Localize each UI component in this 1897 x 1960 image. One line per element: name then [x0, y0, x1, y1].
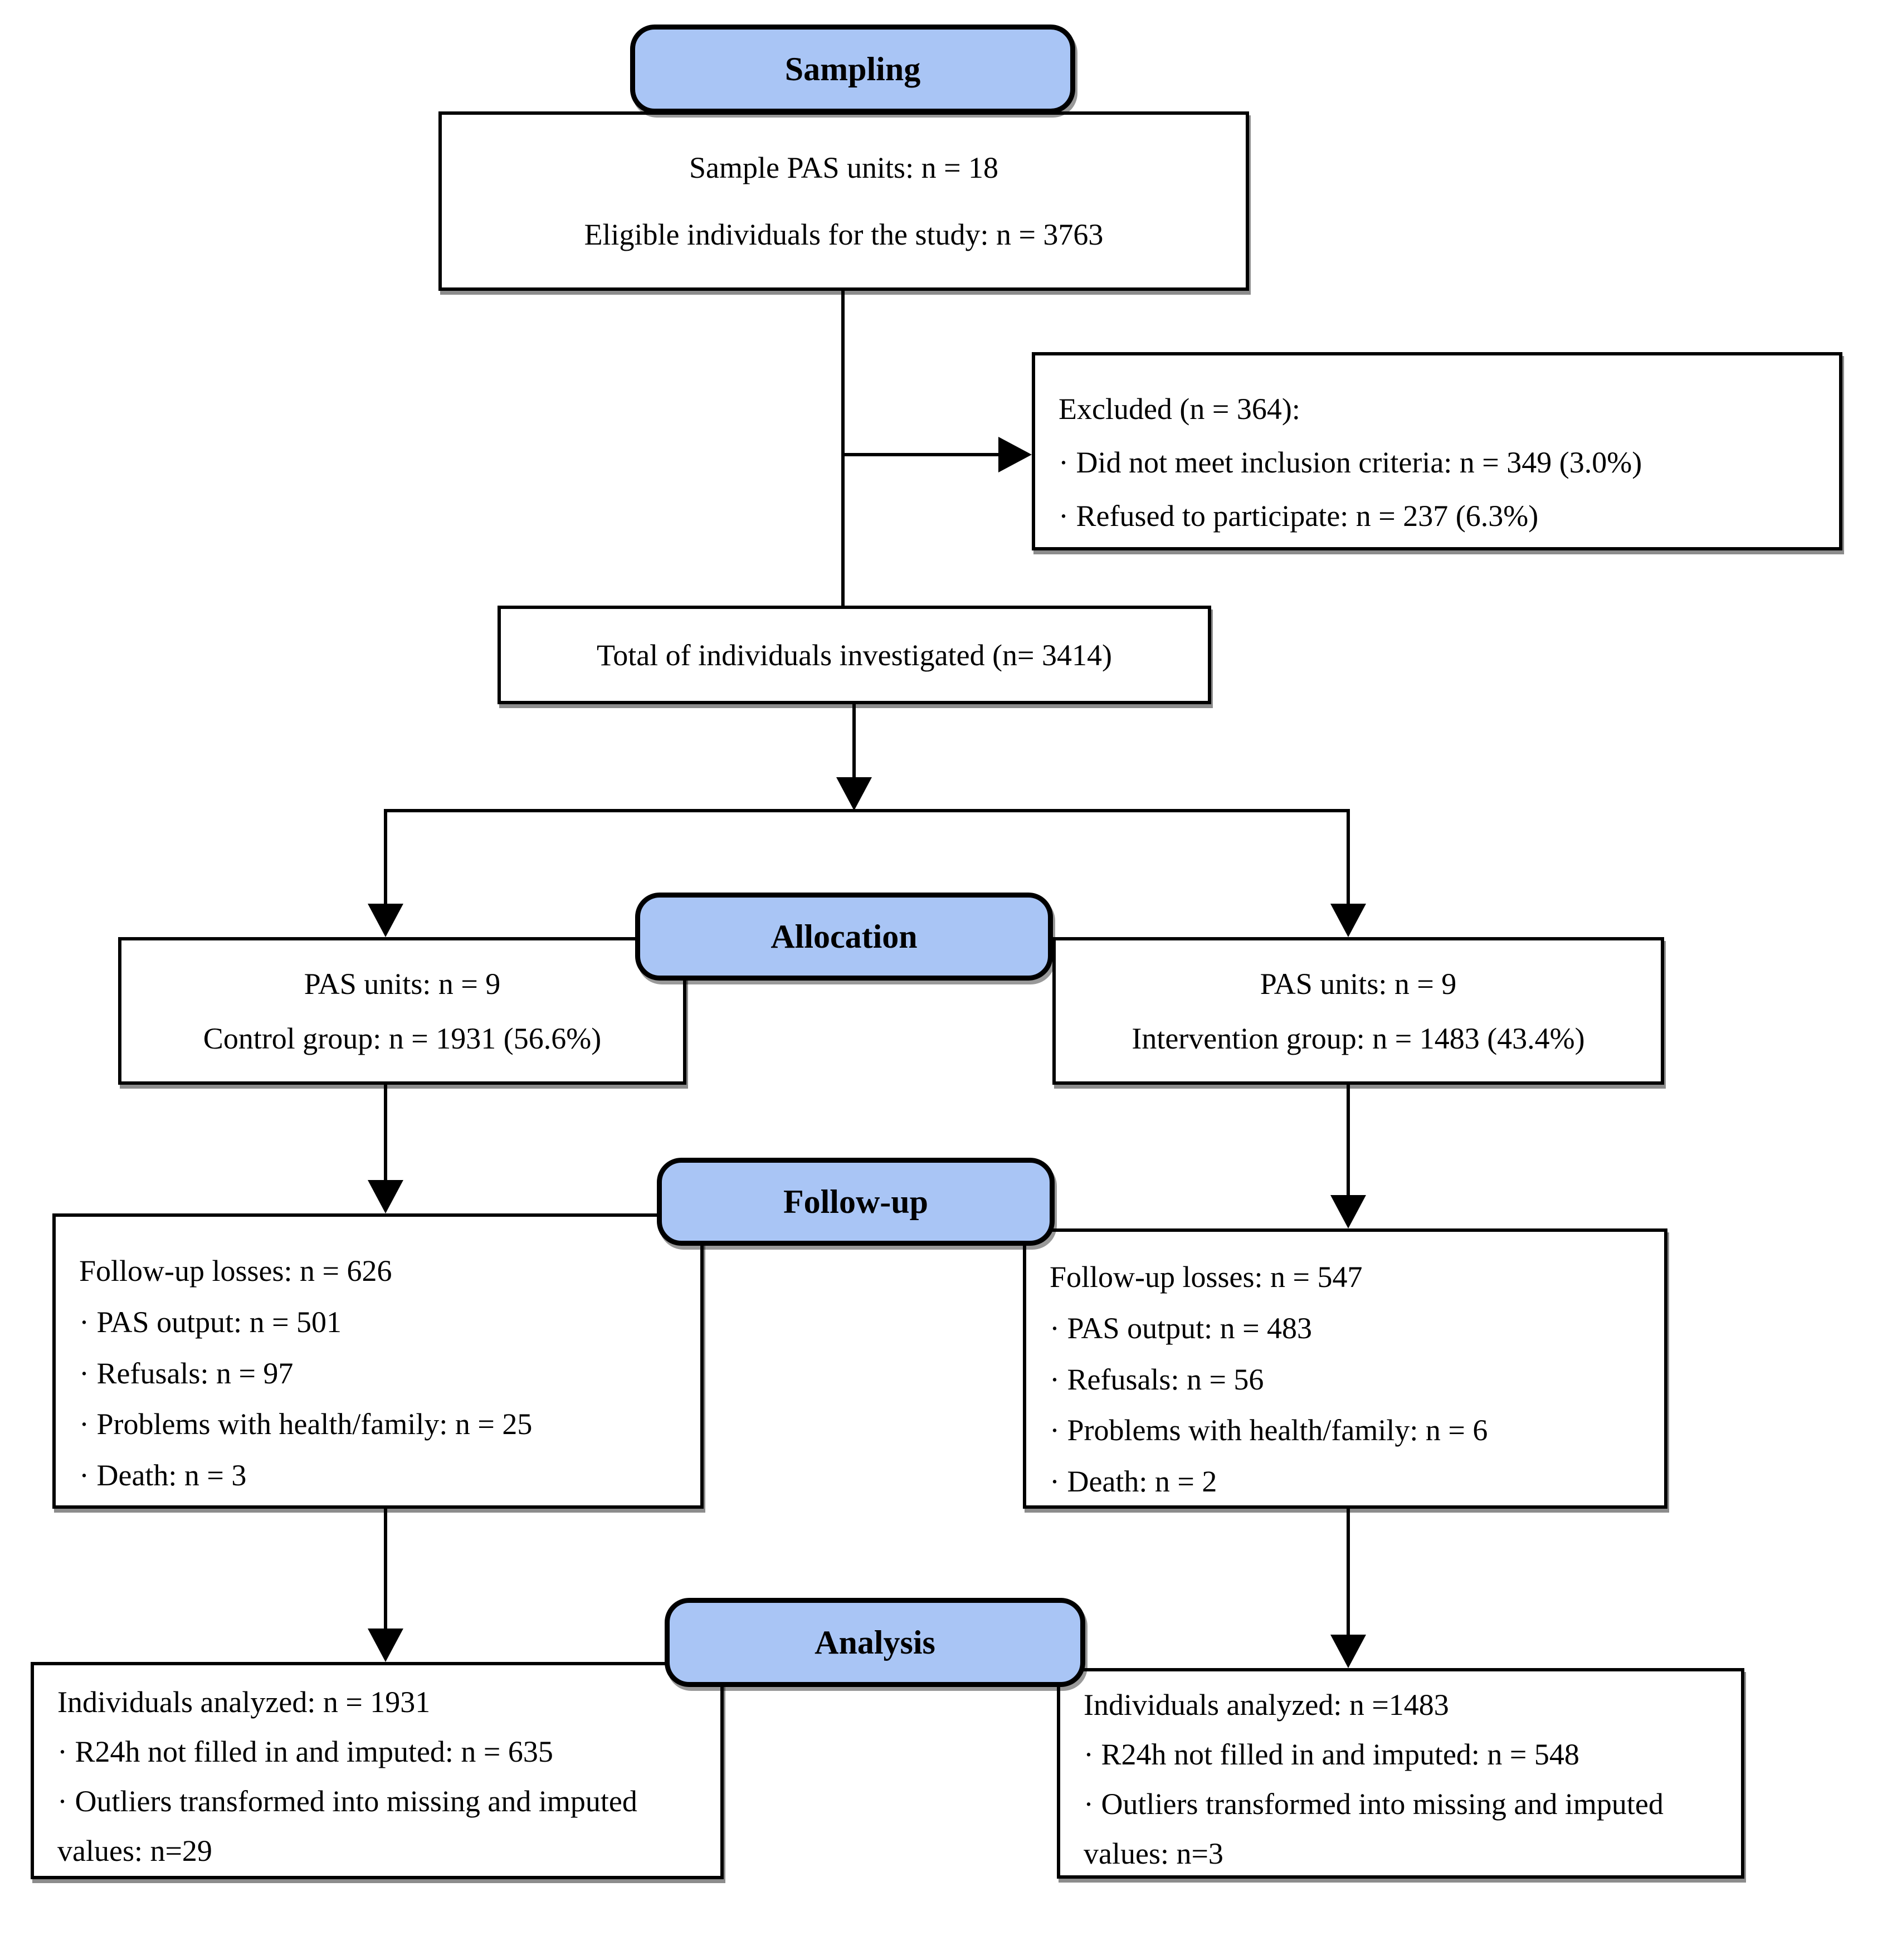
down-arrowhead-split [836, 777, 872, 811]
control-allocation-box: PAS units: n = 9 Control group: n = 1931… [118, 937, 686, 1085]
right-arrowhead-excluded [998, 437, 1032, 472]
control-followup-item: · Problems with health/family: n = 25 [79, 1407, 533, 1441]
down-arrowhead-control-followup [368, 1180, 403, 1213]
eligible-individuals-line: Eligible individuals for the study: n = … [584, 218, 1104, 251]
control-followup-box: Follow-up losses: n = 626 · PAS output: … [52, 1213, 704, 1509]
excluded-item: · Refused to participate: n = 237 (6.3%) [1059, 499, 1539, 533]
connector-split-to-intervention [1347, 812, 1350, 905]
control-pas-units-line: PAS units: n = 9 [304, 967, 501, 1001]
control-analysis-box: Individuals analyzed: n = 1931 · R24h no… [31, 1662, 724, 1879]
control-analysis-item: · Outliers transformed into missing and … [57, 1785, 637, 1868]
intervention-followup-item: · Problems with health/family: n = 6 [1050, 1413, 1488, 1447]
stage-pill-followup: Follow-up [657, 1158, 1055, 1246]
total-investigated-line: Total of individuals investigated (n= 34… [596, 638, 1112, 672]
control-followup-item: · Death: n = 3 [79, 1459, 247, 1493]
stage-pill-analysis: Analysis [665, 1598, 1085, 1687]
sample-box: Sample PAS units: n = 18 Eligible indivi… [438, 111, 1249, 291]
control-followup-item: · Refusals: n = 97 [79, 1356, 294, 1390]
intervention-analysis-item: · R24h not filled in and imputed: n = 54… [1084, 1738, 1579, 1772]
control-followup-item: · PAS output: n = 501 [79, 1305, 342, 1339]
stage-label-analysis: Analysis [815, 1623, 935, 1661]
intervention-followup-item: · Refusals: n = 56 [1050, 1362, 1264, 1396]
connector-to-excluded [845, 453, 999, 456]
stage-pill-allocation: Allocation [635, 893, 1053, 981]
intervention-group-line: Intervention group: n = 1483 (43.4%) [1132, 1021, 1585, 1055]
total-investigated-box: Total of individuals investigated (n= 34… [498, 606, 1211, 704]
down-arrowhead-control-allocation [368, 904, 403, 937]
connector-control-to-followup [384, 1083, 387, 1181]
connector-intervention-to-followup [1347, 1083, 1350, 1196]
connector-split-bar [384, 809, 1350, 812]
intervention-followup-item: · Death: n = 2 [1050, 1465, 1217, 1499]
stage-label-followup: Follow-up [783, 1183, 929, 1220]
connector-sample-to-total [841, 291, 845, 606]
control-analysis-item: · R24h not filled in and imputed: n = 63… [57, 1735, 553, 1769]
down-arrowhead-intervention-followup [1330, 1195, 1366, 1228]
intervention-analysis-item: · Outliers transformed into missing and … [1084, 1787, 1664, 1871]
excluded-box: Excluded (n = 364): · Did not meet inclu… [1032, 352, 1842, 550]
down-arrowhead-intervention-analysis [1330, 1635, 1366, 1668]
stage-label-sampling: Sampling [784, 50, 921, 87]
sample-units-line: Sample PAS units: n = 18 [689, 151, 999, 184]
intervention-pas-units-line: PAS units: n = 9 [1260, 967, 1457, 1001]
connector-control-to-analysis [384, 1507, 387, 1630]
down-arrowhead-intervention-allocation [1330, 904, 1366, 937]
intervention-allocation-box: PAS units: n = 9 Intervention group: n =… [1052, 937, 1664, 1085]
down-arrowhead-control-analysis [368, 1629, 403, 1662]
intervention-followup-item: · PAS output: n = 483 [1050, 1311, 1313, 1345]
excluded-item: · Did not meet inclusion criteria: n = 3… [1059, 446, 1642, 480]
connector-intervention-to-analysis [1347, 1507, 1350, 1636]
intervention-analysis-title: Individuals analyzed: n =1483 [1084, 1688, 1449, 1722]
connector-total-to-split [852, 704, 856, 778]
control-group-line: Control group: n = 1931 (56.6%) [203, 1021, 602, 1055]
intervention-followup-box: Follow-up losses: n = 547 · PAS output: … [1023, 1228, 1667, 1509]
control-followup-title: Follow-up losses: n = 626 [79, 1254, 392, 1288]
intervention-followup-title: Follow-up losses: n = 547 [1050, 1260, 1363, 1294]
connector-split-to-control [384, 812, 387, 905]
intervention-analysis-box: Individuals analyzed: n =1483 · R24h not… [1057, 1668, 1744, 1879]
stage-label-allocation: Allocation [770, 918, 918, 955]
excluded-title: Excluded (n = 364): [1059, 392, 1300, 426]
stage-pill-sampling: Sampling [630, 25, 1075, 114]
control-analysis-title: Individuals analyzed: n = 1931 [57, 1685, 431, 1719]
